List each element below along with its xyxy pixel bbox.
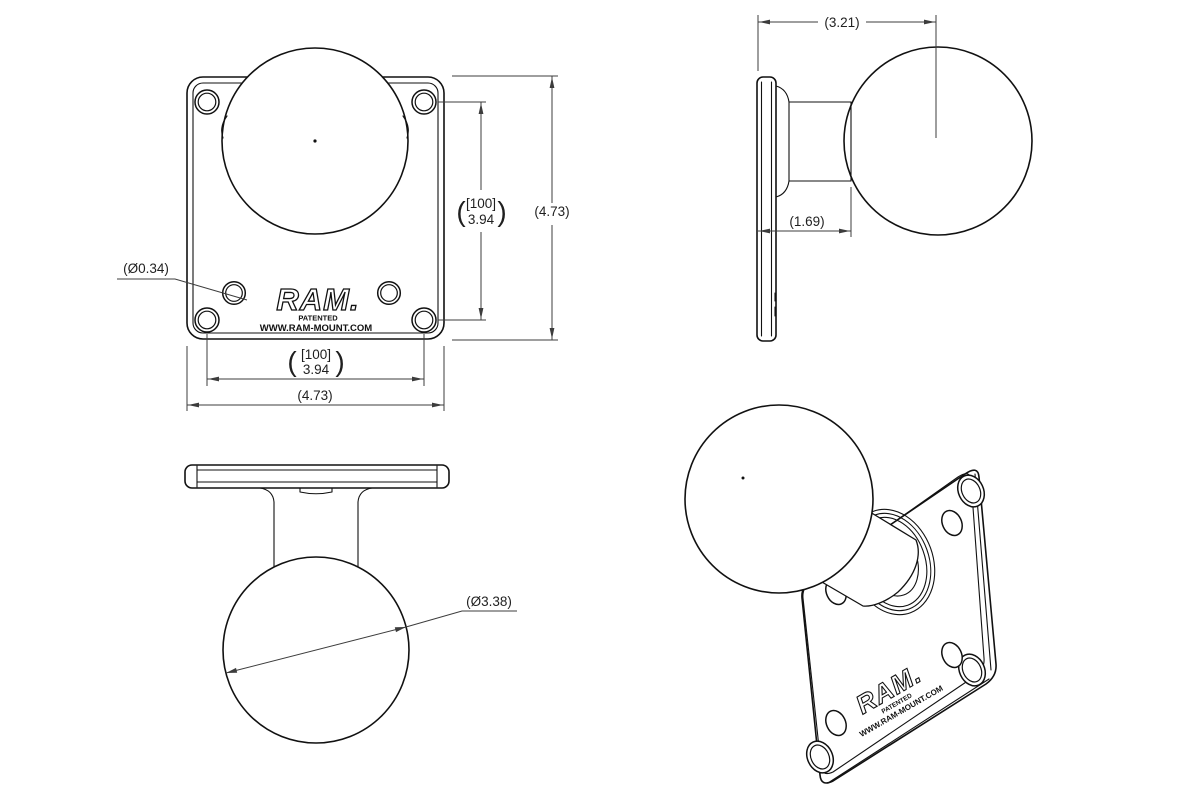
front-socket-lip-left — [221, 115, 228, 139]
front-brand-logo: RAM. — [276, 282, 359, 317]
front-vesa-horizontal-metric: [100] — [301, 347, 331, 362]
front-middle-holes — [221, 280, 402, 306]
dim-paren: ) — [335, 346, 344, 377]
front-vesa-vertical-dim: ( [100] 3.94 ) — [438, 101, 507, 321]
bottom-plate-inner-edges — [196, 469, 438, 483]
front-ball-center-mark — [313, 139, 317, 143]
side-stem — [775, 85, 852, 198]
front-view: RAM. PATENTED WWW.RAM-MOUNT.COM (Ø0.34) … — [117, 47, 570, 411]
bottom-plate-end-ticks — [196, 465, 438, 488]
side-stem-dim: (1.69) — [758, 187, 852, 237]
iso-plate-silhouette — [801, 469, 997, 784]
front-vesa-horizontal-inch: 3.94 — [303, 362, 330, 377]
iso-stem — [814, 511, 919, 607]
side-view: (3.21) (1.69) — [756, 15, 1033, 342]
dim-paren: ( — [456, 196, 466, 227]
bottom-plate-outline — [184, 464, 450, 489]
isometric-view: RAM. PATENTED WWW.RAM-MOUNT.COM — [684, 404, 997, 784]
front-vesa-vertical-metric: [100] — [466, 196, 496, 211]
iso-ball-center-mark — [741, 476, 745, 480]
dim-paren: ) — [497, 196, 506, 227]
front-height-label: (4.73) — [534, 204, 569, 219]
iso-ball — [684, 404, 874, 594]
bottom-ball-dia-label: (Ø3.38) — [466, 594, 512, 609]
front-patented-text: PATENTED — [298, 314, 338, 323]
front-vesa-holes — [194, 89, 437, 333]
front-website-text: WWW.RAM-MOUNT.COM — [260, 323, 372, 334]
front-width-dim: (4.73) — [186, 346, 445, 411]
bottom-view: (Ø3.38) — [184, 464, 517, 744]
front-height-dim: (4.73) — [452, 75, 570, 341]
side-ball — [843, 46, 1033, 236]
side-plate-outline — [756, 76, 777, 342]
front-vesa-vertical-inch: 3.94 — [468, 212, 495, 227]
bottom-stem — [259, 487, 373, 573]
front-width-label: (4.73) — [297, 388, 332, 403]
bottom-ball-dia-dim: (Ø3.38) — [225, 594, 517, 674]
front-hole-dia-label: (Ø0.34) — [123, 261, 169, 276]
front-socket-lip-right — [402, 115, 409, 139]
front-hole-dia-callout: (Ø0.34) — [117, 261, 248, 301]
side-depth-label: (3.21) — [824, 15, 859, 30]
dim-paren: ( — [287, 346, 297, 377]
front-vesa-horizontal-dim: ( [100] 3.94 ) — [206, 334, 425, 386]
side-stem-label: (1.69) — [789, 214, 824, 229]
side-depth-dim: (3.21) — [757, 15, 937, 138]
side-plate-inner-edges — [760, 81, 773, 337]
